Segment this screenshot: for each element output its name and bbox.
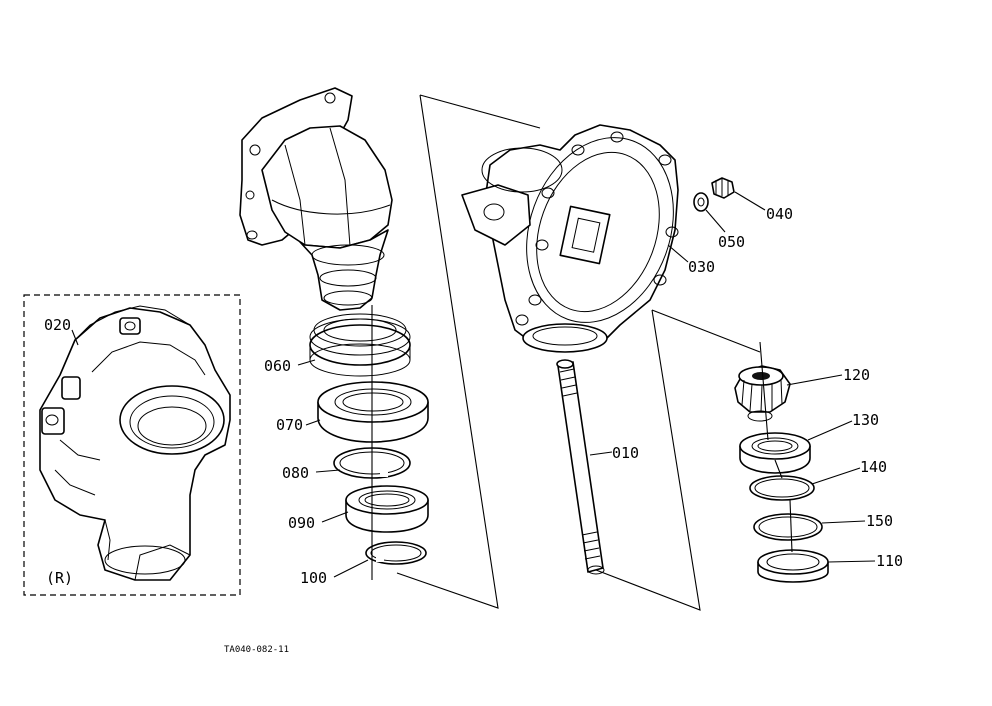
inset-box: [23, 294, 241, 596]
leader-080: [315, 469, 341, 473]
oil-seal-110: [757, 549, 829, 583]
ring-140: [749, 475, 815, 501]
leader-140: [811, 467, 861, 485]
label-070: 070: [276, 416, 303, 434]
label-130: 130: [852, 411, 879, 429]
label-050: 050: [718, 233, 745, 251]
label-150: 150: [866, 512, 893, 530]
assembly-frame-right: [595, 309, 761, 611]
label-020: 020: [44, 316, 71, 334]
label-140: 140: [860, 458, 887, 476]
plug-040: [711, 177, 735, 199]
leader-100: [333, 559, 369, 578]
drawing-code: TA040-082-11: [224, 645, 289, 655]
leader-120: [786, 374, 843, 386]
leader-030: [667, 244, 689, 263]
bevel-gear-120: [734, 365, 791, 422]
gear-case-020: [39, 305, 231, 581]
ball-bearing-070: [317, 381, 429, 443]
leader-020: [71, 329, 79, 346]
assembly-frame-center: [396, 94, 541, 609]
alignment-line-right: [759, 341, 793, 553]
leader-050: [705, 209, 726, 233]
oil-seal-060: [309, 313, 411, 377]
label-060: 060: [264, 357, 291, 375]
shaft-010: [556, 359, 605, 575]
label-inset-r: (R): [46, 569, 73, 587]
leader-090: [321, 511, 349, 523]
upper-housing: [239, 87, 393, 311]
leader-070: [305, 419, 321, 426]
ring-150: [753, 513, 823, 541]
label-110: 110: [876, 552, 903, 570]
leader-150: [821, 520, 866, 524]
ball-bearing-130: [739, 432, 811, 474]
label-120: 120: [843, 366, 870, 384]
leader-110: [827, 560, 876, 563]
gear-case-030: [461, 124, 679, 353]
label-010: 010: [612, 444, 639, 462]
leader-040: [734, 191, 766, 211]
label-030: 030: [688, 258, 715, 276]
leader-010: [589, 451, 613, 456]
washer-050: [693, 192, 709, 212]
label-080: 080: [282, 464, 309, 482]
leader-060: [297, 359, 316, 366]
label-100: 100: [300, 569, 327, 587]
label-040: 040: [766, 205, 793, 223]
leader-130: [807, 420, 853, 441]
circlip-100: [365, 541, 427, 565]
ball-bearing-090: [345, 485, 429, 533]
label-090: 090: [288, 514, 315, 532]
